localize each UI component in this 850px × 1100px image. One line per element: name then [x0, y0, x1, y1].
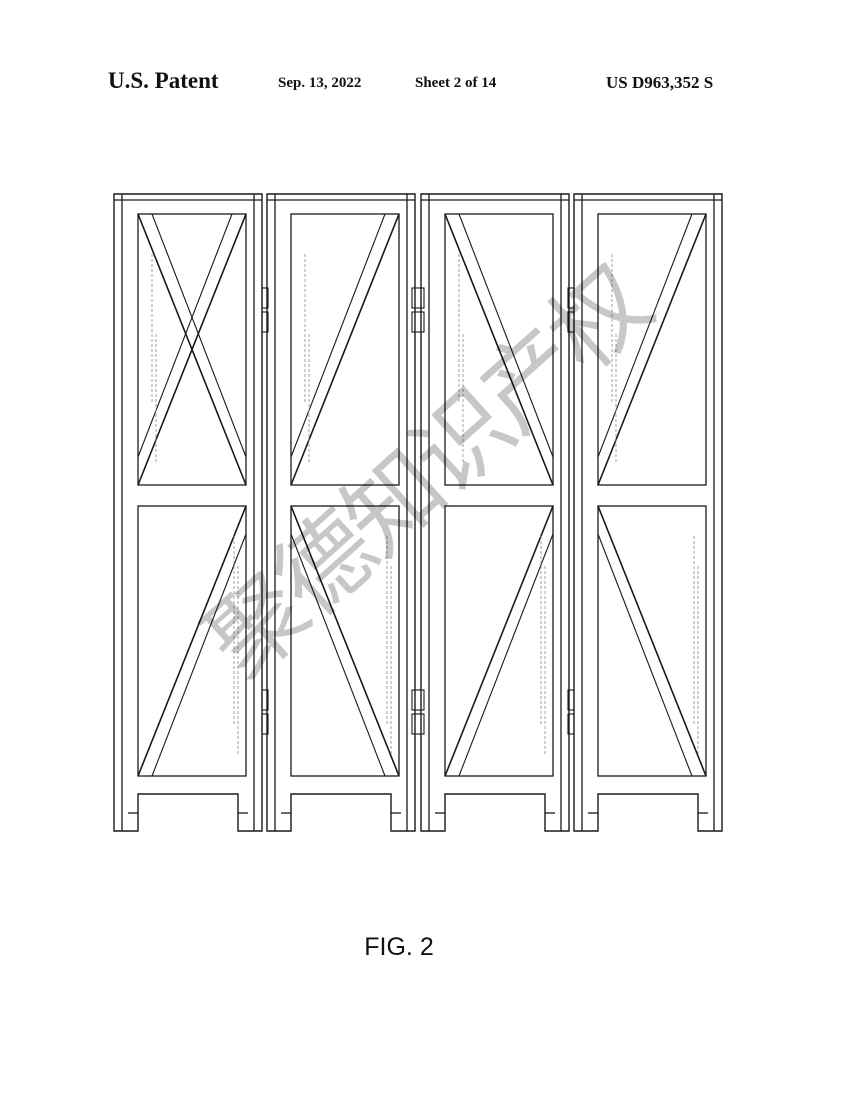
panel-4-frame	[573, 193, 723, 832]
hinge-2-1-top	[411, 287, 425, 309]
panel-1-brace-lower-inner	[151, 533, 247, 777]
patent-number: US D963,352 S	[606, 73, 714, 92]
panel-4-brace-lower-inner	[597, 533, 693, 777]
hinge-3-1-bottom	[567, 311, 575, 333]
panel-2-upper-opening	[290, 213, 400, 486]
panel-3-brace-upper-b-inner	[458, 213, 554, 458]
panel-4-upper-opening	[597, 213, 707, 486]
figure-caption: FIG. 2	[0, 933, 850, 962]
sheet-number: Sheet 2 of 14	[415, 75, 497, 91]
hinge-1-2-top	[261, 689, 269, 711]
panel-1-brace-upper-b	[137, 213, 247, 486]
panel-4-brace-upper-a-inner	[597, 213, 693, 458]
panel-1-brace-upper-b-inner	[151, 213, 247, 458]
hinge-1-1-bottom	[261, 311, 269, 333]
panel-3-brace-lower-inner	[458, 533, 554, 777]
panel-4-brace-lower	[597, 505, 707, 777]
hinge-2-2-top	[411, 689, 425, 711]
hinge-1-1-top	[261, 287, 269, 309]
panel-2-brace-upper-a-inner	[290, 213, 386, 458]
panel-3-frame	[420, 193, 570, 832]
panel-1-frame	[113, 193, 263, 832]
panel-2-brace-lower-inner	[290, 533, 386, 777]
panel-4-brace-upper-a	[597, 213, 707, 486]
panel-1-lower-opening	[137, 505, 247, 777]
panel-3-upper-opening	[444, 213, 554, 486]
panel-2-brace-lower	[290, 505, 400, 777]
patent-label: U.S. Patent	[108, 68, 219, 93]
panel-3-lower-opening	[444, 505, 554, 777]
hinge-2-1-bottom	[411, 311, 425, 333]
panel-2-lower-opening	[290, 505, 400, 777]
hinge-1-2-bottom	[261, 713, 269, 735]
panel-1-brace-lower	[137, 505, 247, 777]
hinge-3-2-bottom	[567, 713, 575, 735]
page-header: U.S. Patent Sep. 13, 2022 Sheet 2 of 14 …	[0, 68, 850, 98]
panel-3-brace-lower	[444, 505, 554, 777]
panel-4-lower-opening	[597, 505, 707, 777]
panel-2-frame	[266, 193, 416, 832]
patent-date: Sep. 13, 2022	[278, 75, 362, 91]
panel-2-brace-upper-a	[290, 213, 400, 486]
panel-1-brace-upper-a-inner	[137, 213, 233, 458]
figure-caption-label: FIG. 2	[364, 933, 434, 961]
hinge-3-1-top	[567, 287, 575, 309]
panel-3-brace-upper-b	[444, 213, 554, 486]
hinge-2-2-bottom	[411, 713, 425, 735]
hinge-3-2-top	[567, 689, 575, 711]
panel-1-upper-opening	[137, 213, 247, 486]
